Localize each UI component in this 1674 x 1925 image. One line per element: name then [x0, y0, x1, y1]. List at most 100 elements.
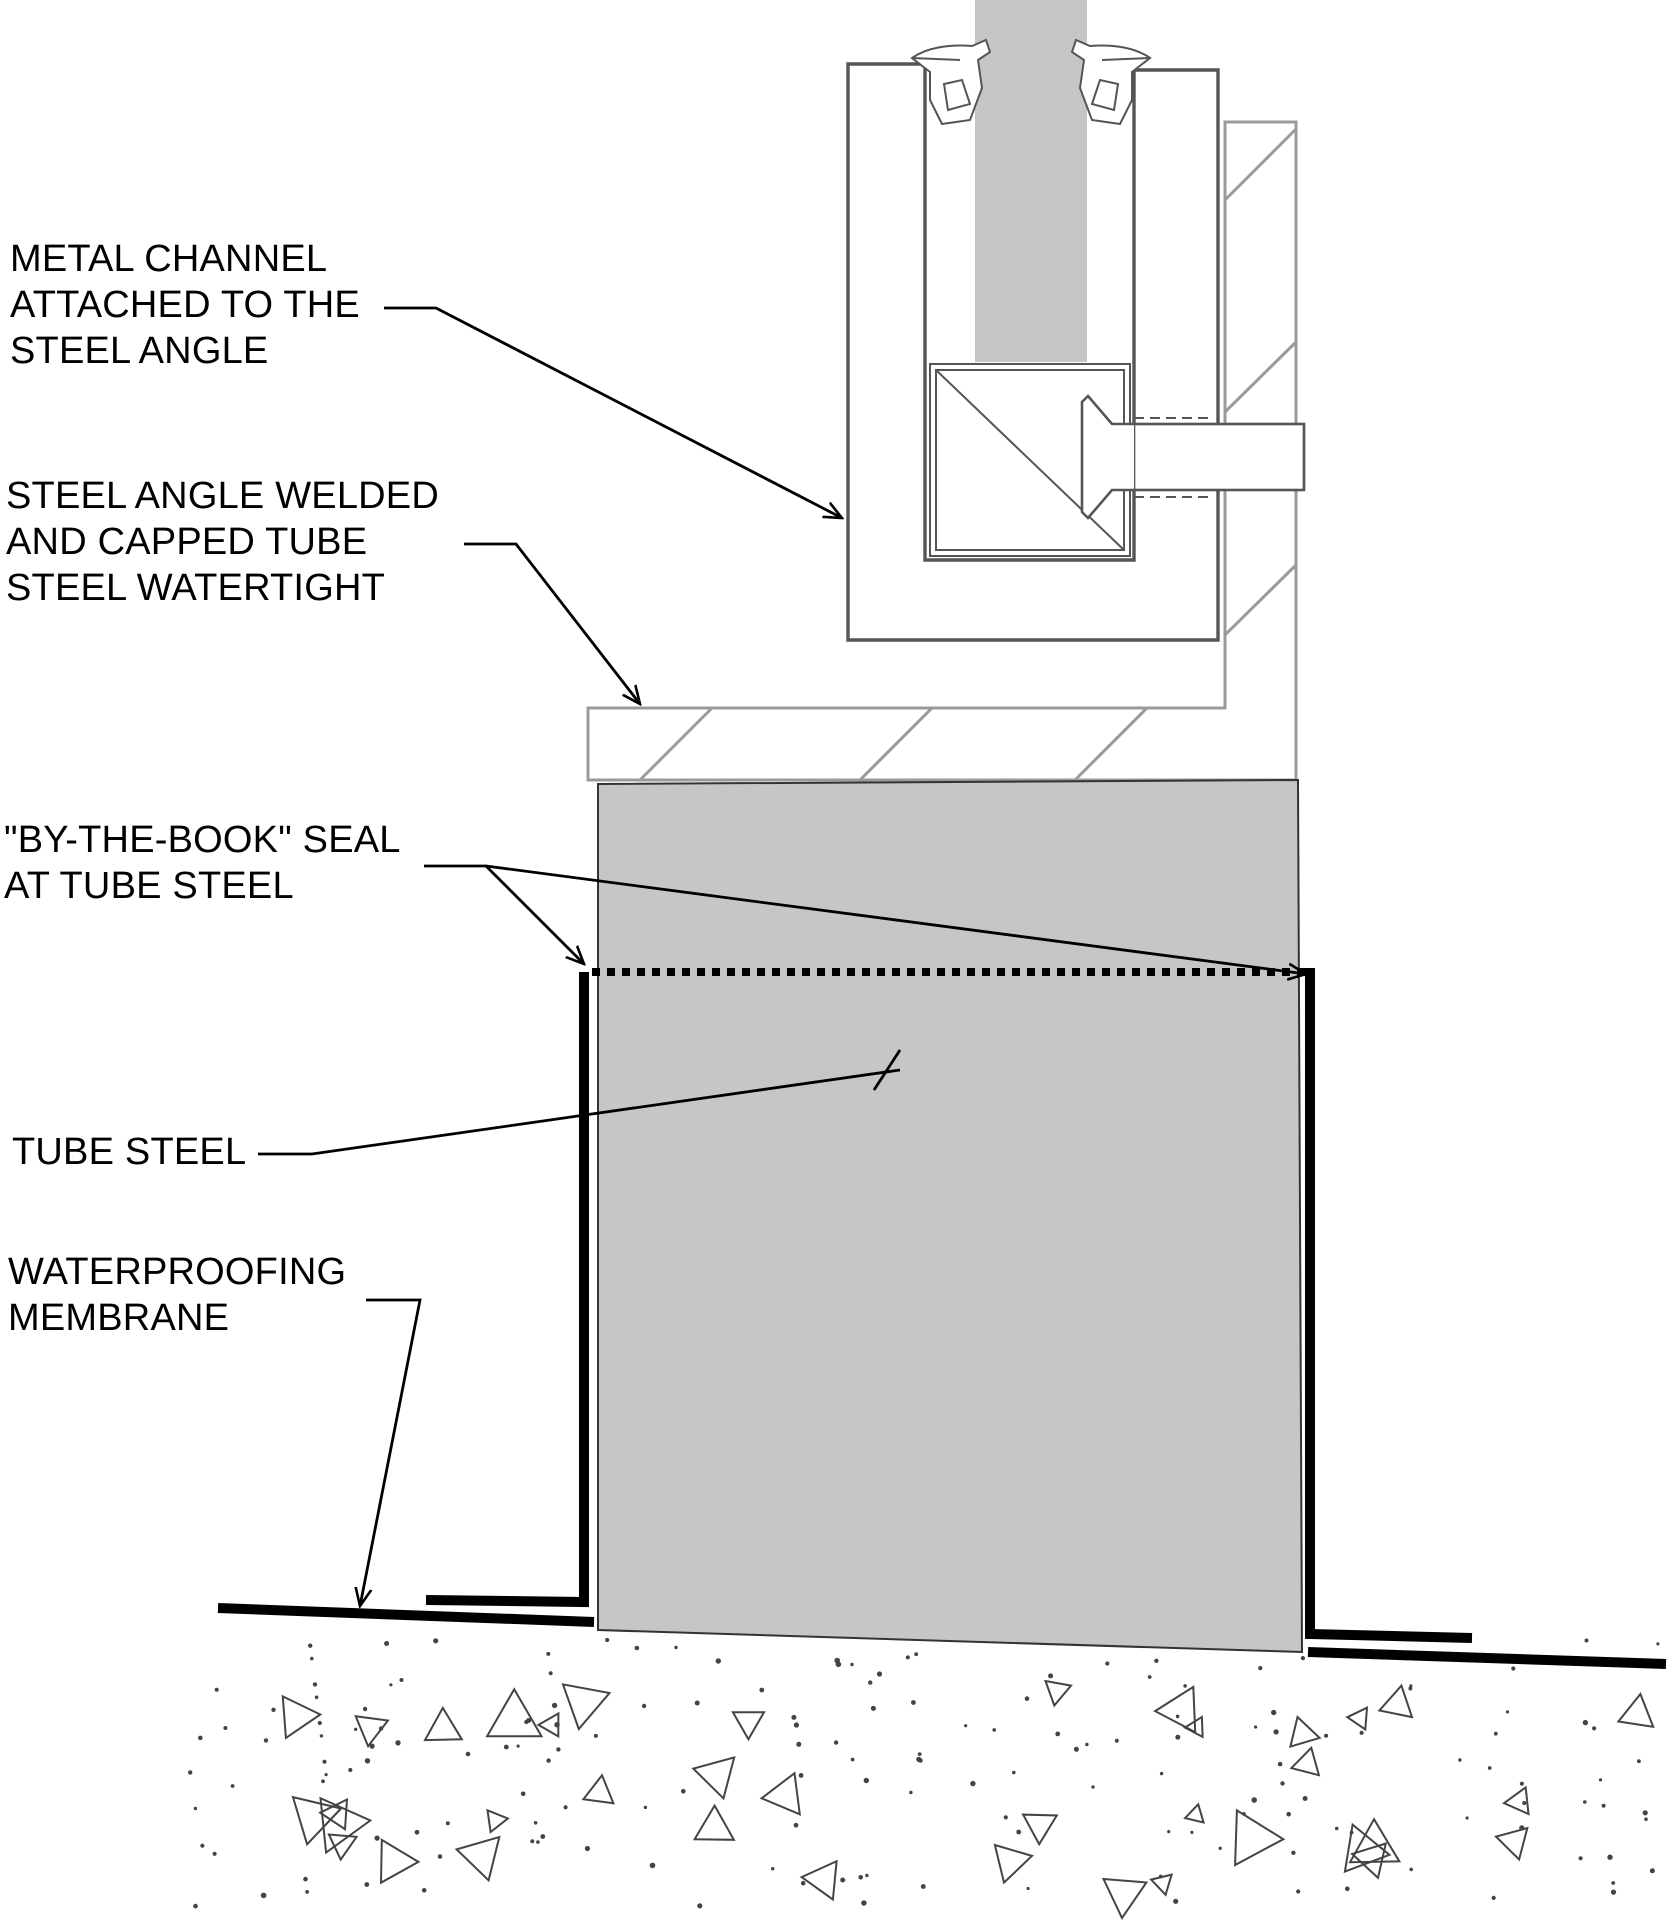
soil-dot [771, 1867, 775, 1871]
soil-dot [1607, 1854, 1613, 1860]
soil-dot [369, 1743, 375, 1749]
soil-dot [556, 1747, 561, 1752]
soil-dot [303, 1876, 308, 1882]
soil-dot [964, 1724, 968, 1728]
soil-dot [1085, 1742, 1089, 1747]
soil-dot [861, 1900, 867, 1906]
soil-dot [421, 1888, 427, 1893]
soil-dot [1271, 1709, 1277, 1716]
soil-dot [1218, 1846, 1222, 1851]
gasket-left [910, 38, 992, 126]
soil-dot [271, 1707, 276, 1713]
waterproofing-membrane [217, 968, 1667, 1669]
soil-dot [193, 1903, 198, 1909]
soil-dot [850, 1662, 854, 1667]
soil-dot [914, 1652, 919, 1657]
soil-dot [970, 1780, 976, 1787]
soil-dot [1183, 1684, 1187, 1688]
soil-aggregate [581, 1773, 615, 1805]
soil-aggregate [485, 1687, 544, 1738]
soil-dot [200, 1843, 205, 1848]
soil-dot [1642, 1810, 1648, 1816]
soil-dot [1286, 1811, 1291, 1817]
soil-aggregate [731, 1711, 766, 1742]
soil-dot [870, 1705, 876, 1711]
bolt-profile [1080, 394, 1306, 520]
soil-dot [1254, 1725, 1258, 1729]
soil-dot [1465, 1816, 1469, 1820]
label-steel-angle-line-1: STEEL ANGLE WELDED [6, 475, 439, 517]
soil-dot [1251, 1797, 1257, 1803]
soil-aggregate [486, 1808, 510, 1834]
soil-dot [433, 1638, 439, 1644]
soil-dot [1610, 1889, 1617, 1895]
soil-dot [546, 1758, 551, 1763]
soil-dot [437, 1854, 443, 1859]
soil-aggregate [1183, 1802, 1206, 1824]
soil-aggregate [1502, 1785, 1530, 1816]
soil-dot [354, 1727, 358, 1732]
label-membrane-line-2: MEMBRANE [8, 1297, 230, 1339]
label-steel-angle-line-2: AND CAPPED TUBE [6, 521, 368, 563]
soil-dot [395, 1740, 401, 1746]
soil-dot [1167, 1830, 1171, 1834]
soil-dot [1296, 1889, 1301, 1894]
soil-dot [1493, 1731, 1498, 1736]
soil-dot [1345, 1886, 1350, 1892]
label-membrane: WATERPROOFING MEMBRANE [8, 1249, 346, 1341]
soil-aggregate [691, 1755, 736, 1801]
soil-dot [1334, 1826, 1339, 1831]
glass-panel [975, 0, 1087, 362]
soil-dot [563, 1805, 568, 1810]
label-metal-channel: METAL CHANNEL ATTACHED TO THE STEEL ANGL… [10, 236, 360, 374]
soil-dot [1409, 1867, 1413, 1872]
soil-dot [800, 1880, 806, 1886]
soil-aggregate [759, 1771, 802, 1816]
soil-dot [546, 1651, 551, 1656]
soil-aggregate [379, 1838, 421, 1885]
soil-dot [793, 1722, 800, 1728]
soil-dot [1003, 1815, 1008, 1820]
soil-dot [516, 1744, 520, 1748]
soil-dot [198, 1735, 203, 1741]
soil-dot [1073, 1746, 1079, 1752]
leader-seal-left [424, 864, 584, 964]
label-tube-steel-line-1: TUBE STEEL [12, 1131, 247, 1173]
soil-dot [1258, 1666, 1263, 1671]
tube-steel [597, 778, 1304, 1654]
soil-dot [1277, 1761, 1283, 1767]
soil-aggregate [692, 1803, 736, 1841]
soil-dot [322, 1759, 327, 1764]
soil-dot [1583, 1800, 1587, 1804]
soil-aggregate [1377, 1683, 1414, 1719]
soil-aggregate [1289, 1745, 1321, 1777]
soil-dot [212, 1851, 217, 1856]
soil-dot [833, 1740, 839, 1745]
soil-dot [324, 1773, 328, 1777]
soil-dot [1505, 1710, 1510, 1714]
soil-dot [1147, 1675, 1152, 1679]
soil-dot [876, 1671, 883, 1677]
soil-dot [310, 1656, 314, 1661]
soil-dot [798, 1773, 804, 1778]
soil-dot [348, 1767, 353, 1773]
label-seal-line-1: "BY-THE-BOOK" SEAL [4, 819, 401, 861]
soil-dot [1584, 1638, 1589, 1643]
soil-dot [992, 1728, 996, 1732]
soil-dot [188, 1770, 193, 1775]
soil-dot [593, 1733, 598, 1738]
soil-dot [865, 1873, 869, 1878]
label-metal-channel-line-2: ATTACHED TO THE [10, 284, 360, 326]
gasket-right [1070, 38, 1152, 126]
soil-dot [1024, 1696, 1030, 1701]
label-tube-steel: TUBE STEEL [12, 1129, 246, 1175]
soil-dot [1159, 1771, 1164, 1776]
soil-dot [850, 1757, 855, 1762]
soil-dot [1592, 1726, 1597, 1731]
soil-dot [905, 1655, 910, 1660]
soil-dot [530, 1839, 535, 1844]
soil-aggregate [1043, 1679, 1073, 1708]
soil-dot [374, 1835, 380, 1841]
